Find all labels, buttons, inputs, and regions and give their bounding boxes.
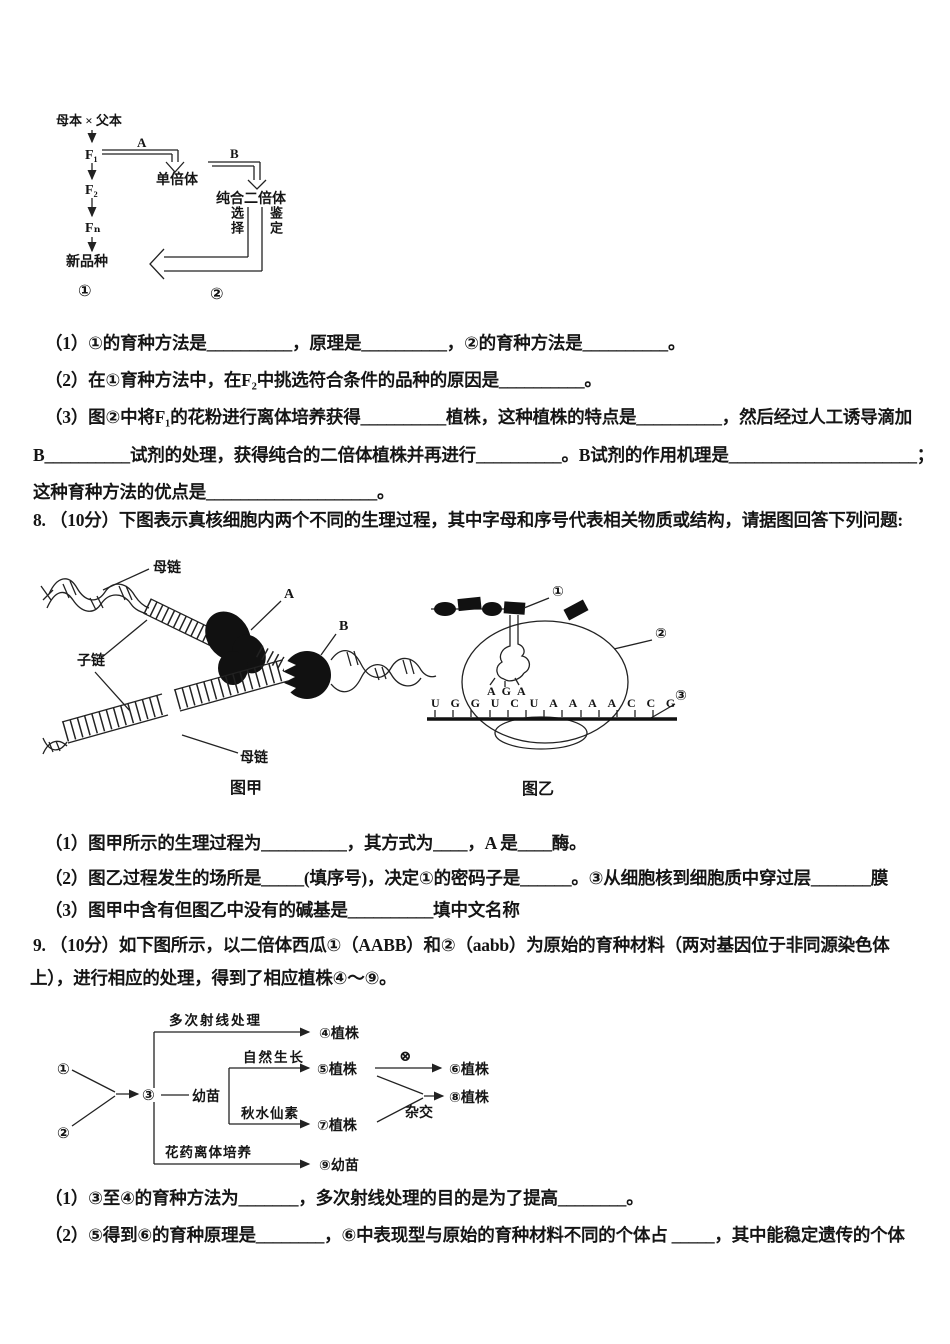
q8-sub-question-2: （2）图乙过程发生的场所是_____(填序号)，决定①的密码子是______。③…: [45, 868, 889, 888]
converge-lines: [71, 1069, 140, 1127]
plant-6-label: ⑥植株: [449, 1061, 490, 1078]
q8-heading: 8. （10分）下图表示真核细胞内两个不同的生理过程，其中字母和序号代表相关物质…: [33, 510, 904, 530]
circle-1-label: ①: [552, 585, 564, 600]
figure-jia: 母链 A B 子链 母链 图甲: [40, 559, 437, 797]
ribosome-ellipse: [461, 620, 629, 744]
arrow-a: [102, 149, 185, 173]
leader-lines: [523, 597, 676, 719]
mother-strand-top-label: 母链: [153, 559, 182, 576]
plant-8-label: ⑧植株: [449, 1089, 490, 1106]
seedling-9-label: ⑨幼苗: [319, 1157, 359, 1174]
arrow-a-label: A: [137, 135, 147, 150]
helix-right: [330, 650, 437, 693]
daughter-strand-label: 子链: [77, 652, 106, 669]
figure-yi-caption: 图乙: [522, 780, 554, 798]
figure-yi: AGA UGGUCUAAAACCG ① ② ③ 图乙: [427, 585, 687, 798]
identify-label: 鉴定: [268, 206, 283, 236]
free-amino-acid-block: [563, 599, 589, 621]
ray-treatment-label: 多次射线处理: [169, 1012, 262, 1028]
q7-sub-question-1: （1）①的育种方法是__________，原理是__________，②的育种方…: [45, 333, 686, 353]
helix-bottom-left: [42, 737, 68, 755]
polypeptide-chain: [431, 596, 526, 616]
f1-label: F₁: [85, 148, 98, 163]
figure-jia-caption: 图甲: [230, 779, 262, 797]
select-label: 选择: [229, 206, 244, 236]
haploid-label: 单倍体: [156, 171, 199, 188]
q8-sub-question-3: （3）图甲中含有但图乙中没有的碱基是__________填中文名称: [45, 900, 520, 920]
breeding-diagram-9: ① ② ③ 多次射线处理 ④植株 幼苗 自然生长 ⑤植株 ⊗ ⑥植株: [57, 1012, 490, 1174]
q7-sub-question-2: （2）在①育种方法中，在F₂中挑选符合条件的品种的原因是__________。: [45, 370, 602, 390]
hybridize-label: 杂交: [405, 1104, 433, 1121]
anther-culture-label: 花药离体培养: [165, 1144, 252, 1160]
arrow-b-label: B: [230, 146, 239, 161]
q9-heading-line1: 9. （10分）如下图所示，以二倍体西瓜①（AABB）和②（aabb）为原始的育…: [33, 935, 890, 955]
q9-sub-question-2: （2）⑤得到⑥的育种原理是________，⑥中表现型与原始的育种材料不同的个体…: [45, 1225, 905, 1245]
f2-label: F₂: [85, 183, 98, 198]
pure-diploid-label: 纯合二倍体: [216, 190, 287, 207]
q7-sub-question-3-cont: B__________试剂的处理，获得纯合的二倍体植株并再进行_________…: [33, 445, 935, 465]
breeding-diagram-1: 母本 × 父本 F₁ F₂ Fₙ 新品种 ① ② A 单倍体 B: [56, 113, 287, 303]
selfing-symbol: ⊗: [399, 1049, 412, 1065]
fn-label: Fₙ: [85, 221, 101, 236]
material-1-label: ①: [57, 1062, 70, 1078]
circle-2-label: ②: [655, 627, 667, 642]
circle-2-label: ②: [210, 286, 224, 303]
leader-lines: [94, 568, 337, 754]
polymerase-blob-b: [282, 651, 331, 699]
mother-strand-bottom-label: 母链: [240, 749, 269, 766]
q9-heading-line2: 上），进行相应的处理，得到了相应植株④～⑨。: [30, 968, 397, 988]
helicase-blob-a: [205, 611, 266, 685]
plant-5-label: ⑤植株: [317, 1061, 358, 1078]
mrna-sequence: UGGUCUAAAACCG: [431, 696, 686, 710]
natural-growth-label: 自然生长: [243, 1049, 305, 1065]
helix-top-left: [40, 578, 150, 615]
cross-label: 母本 × 父本: [56, 113, 122, 128]
colchicine-label: 秋水仙素: [241, 1105, 299, 1121]
q9-sub-question-1: （1）③至④的育种方法为_______，多次射线处理的目的是为了提高______…: [45, 1188, 644, 1208]
q7-sub-question-3-cont2: 这种育种方法的优点是____________________。: [33, 482, 395, 502]
branch-lines: [153, 1027, 445, 1169]
select-identify-arrow: [149, 207, 263, 280]
daughter-duplex-band: [61, 659, 289, 744]
seedling-label: 幼苗: [192, 1088, 220, 1105]
q7-sub-question-3: （3）图②中将F₁的花粉进行离体培养获得__________植株，这种植株的特点…: [45, 407, 913, 427]
enzyme-b-label: B: [339, 619, 348, 634]
mrna-ticks: [434, 710, 654, 717]
plant-4-label: ④植株: [319, 1025, 360, 1042]
arrow-b: [208, 161, 267, 190]
circle-1-label: ①: [78, 283, 92, 300]
hybrid-3-label: ③: [142, 1088, 155, 1104]
small-subunit-ellipse: [494, 716, 588, 750]
anticodon-label: AGA: [487, 684, 532, 698]
new-variety-label: 新品种: [66, 253, 108, 270]
q8-sub-question-1: （1）图甲所示的生理过程为__________，其方式为____，A 是____…: [45, 833, 587, 853]
material-2-label: ②: [57, 1126, 70, 1142]
enzyme-a-label: A: [284, 587, 295, 602]
trna-shape: [489, 615, 531, 687]
plant-7-label: ⑦植株: [317, 1117, 358, 1134]
circle-3-label: ③: [675, 689, 687, 704]
